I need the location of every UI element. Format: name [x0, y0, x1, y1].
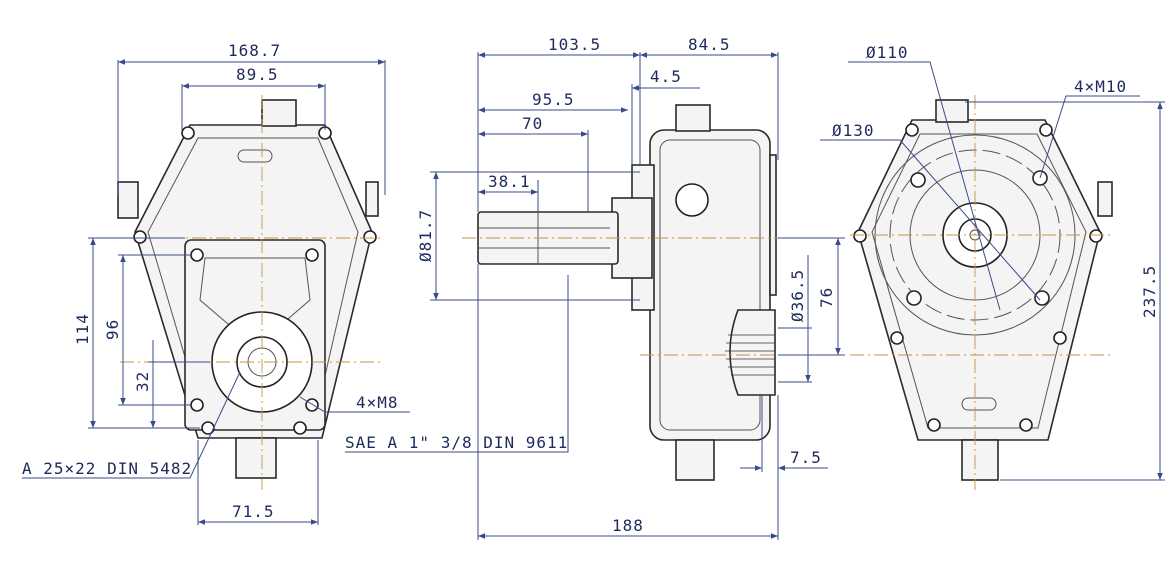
front-bolt-8: [305, 398, 319, 412]
dim-overall-width: 168.7: [228, 41, 281, 60]
front-bottom-fitting: [235, 437, 277, 479]
rear-bottom-slot: [961, 397, 997, 411]
side-bottom-fitting: [675, 439, 715, 481]
dim-length-95: 95.5: [532, 90, 575, 109]
dim-right-length: 84.5: [688, 35, 731, 54]
front-bolt-1: [181, 126, 195, 140]
rear-bolt-2: [1039, 123, 1053, 137]
rear-m10-1: [910, 172, 926, 188]
front-left-boss: [117, 181, 139, 219]
front-right-boss: [365, 181, 379, 217]
rear-bottom-fitting: [961, 439, 999, 481]
side-boss: [675, 183, 709, 217]
front-bolt-5: [190, 248, 204, 262]
rear-housing: [857, 119, 1101, 441]
callout-4xM8: 4×M8: [356, 393, 399, 412]
front-top-plug: [261, 99, 297, 127]
dim-offset-76: 76: [817, 287, 836, 308]
side-pump-section: [729, 309, 776, 396]
rear-top-plug: [935, 99, 969, 123]
dim-gap: 4.5: [650, 67, 682, 86]
dim-bolt-span: 89.5: [236, 65, 279, 84]
rear-m10-4: [1034, 290, 1050, 306]
rear-housing-inner: [871, 133, 1087, 429]
dim-flange: 7.5: [790, 448, 822, 467]
callout-input-shaft: SAE A 1" 3/8 DIN 9611: [345, 433, 568, 452]
dim-overall-length: 188: [612, 516, 644, 535]
dim-shaft-dia: Ø81.7: [416, 209, 435, 262]
rear-bolt-4: [1089, 229, 1103, 243]
rear-bolt-3: [853, 229, 867, 243]
dim-left-length: 103.5: [548, 35, 601, 54]
rear-bolt-1: [905, 123, 919, 137]
dim-height-32: 32: [133, 371, 152, 392]
callout-shaft-spline: A 25×22 DIN 5482: [22, 459, 192, 478]
dim-dia-110: Ø110: [866, 43, 909, 62]
front-bolt-10: [293, 421, 307, 435]
rear-bolt-5: [890, 331, 904, 345]
front-bolt-3: [133, 230, 147, 244]
front-bolt-7: [190, 398, 204, 412]
dim-length-70: 70: [522, 114, 543, 133]
dim-bottom-width: 71.5: [232, 502, 275, 521]
side-rear-plate: [769, 154, 777, 296]
dim-rear-height: 237.5: [1140, 265, 1159, 318]
rear-m10-3: [906, 290, 922, 306]
callout-4xM10: 4×M10: [1074, 77, 1127, 96]
front-bolt-9: [201, 421, 215, 435]
side-body-inner: [659, 139, 761, 431]
rear-bolt-8: [1019, 418, 1033, 432]
side-top-plug: [675, 104, 711, 132]
dim-dia-130: Ø130: [832, 121, 875, 140]
dim-height-114: 114: [73, 313, 92, 345]
dim-height-96: 96: [103, 319, 122, 340]
rear-right-boss: [1097, 181, 1113, 217]
rear-view: Ø110 Ø130 4×M10 237.5: [820, 43, 1165, 490]
front-bolt-4: [363, 230, 377, 244]
rear-bolt-7: [927, 418, 941, 432]
side-view: 103.5 84.5 4.5 95.5 70 38.1 Ø81.7 76 Ø36…: [345, 35, 845, 540]
front-view: 168.7 89.5 114 96 32 71.5 4×M8 A 25×22 D…: [22, 41, 410, 525]
front-top-slot: [237, 149, 273, 163]
dim-spline-length: 38.1: [488, 172, 531, 191]
front-bolt-6: [305, 248, 319, 262]
dim-pilot-dia: Ø36.5: [788, 269, 807, 322]
rear-bolt-6: [1053, 331, 1067, 345]
